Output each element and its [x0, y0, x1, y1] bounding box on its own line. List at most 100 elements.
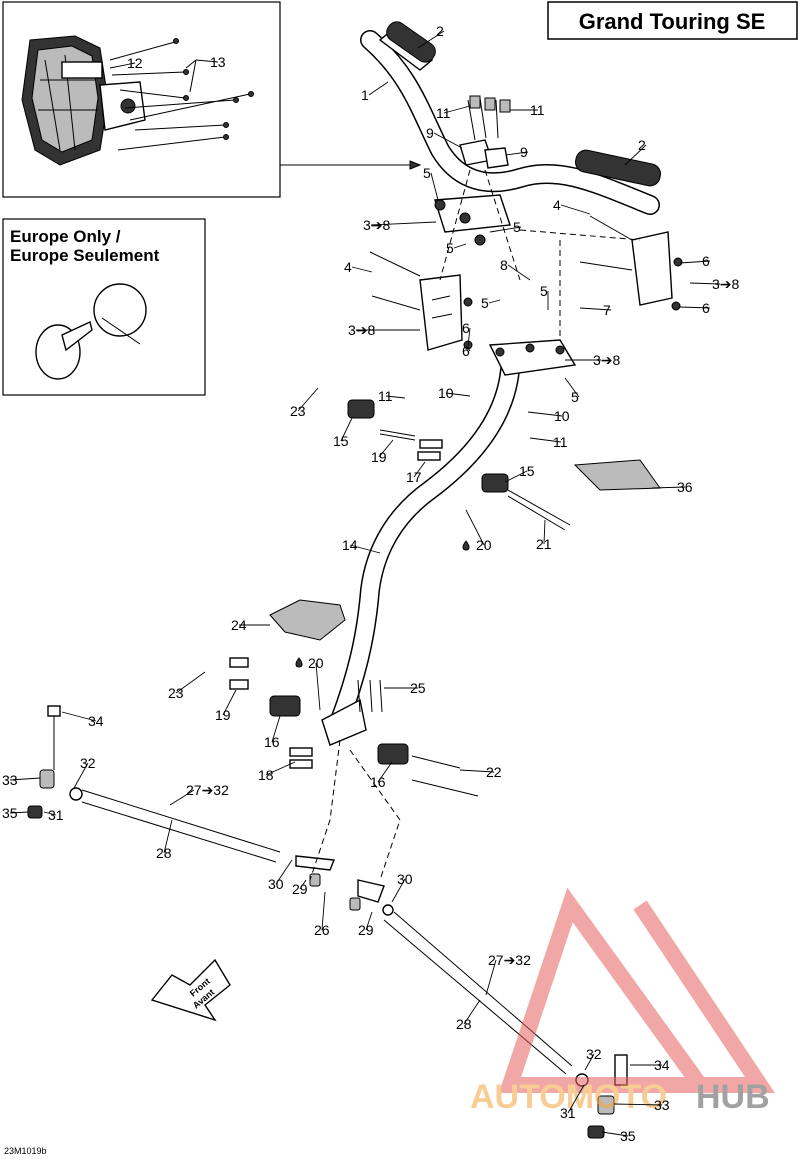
- callout-label: 32: [80, 755, 96, 771]
- callout-label: 2: [436, 23, 444, 39]
- clamp-16b: [377, 743, 409, 765]
- callout-label: 30: [268, 876, 284, 892]
- bracket-left: [369, 251, 473, 351]
- callout-label: 22: [486, 764, 502, 780]
- pod-key-switch-icon: [120, 98, 136, 114]
- callout-leader: [413, 461, 426, 478]
- callout-leader: [529, 437, 562, 443]
- diagram-title: Grand Touring SE: [579, 9, 766, 34]
- callout-leader: [297, 387, 319, 412]
- bracket-right: [579, 215, 683, 311]
- callout-leader: [321, 891, 326, 931]
- callout-label: 4: [553, 197, 561, 213]
- callout-label: 8: [500, 257, 508, 273]
- bushing-18a: [289, 747, 313, 757]
- clamp-15a: [347, 399, 375, 419]
- bushing-18b: [289, 759, 313, 769]
- callout-leader: [351, 266, 373, 273]
- grip-right: [575, 149, 661, 187]
- riser-clamp-upper: [434, 95, 511, 246]
- callout-label: 23: [290, 403, 306, 419]
- callout-leader: [299, 879, 307, 890]
- bolt-22: [411, 755, 479, 797]
- grease-drop-icon: [295, 657, 303, 668]
- callout-leader: [163, 819, 173, 854]
- callout-leader: [527, 411, 563, 417]
- callout-leader: [624, 144, 647, 166]
- inset-pod-box: [2, 1, 281, 198]
- bolt-25: [357, 679, 383, 713]
- front-arrow-icon: Front Avant: [150, 958, 231, 1022]
- callout-leader: [459, 769, 495, 773]
- diagram-code: 23M1019b: [4, 1146, 47, 1156]
- callout-label: 35: [2, 805, 18, 821]
- callout-leader: [417, 30, 445, 49]
- watermark-logo: AUTOMOTO HUB: [470, 887, 775, 1116]
- callout-label: 2: [638, 137, 646, 153]
- callout-leader: [109, 62, 136, 69]
- callout-leader: [265, 761, 296, 776]
- callout-leader: [445, 392, 471, 397]
- callout-label: 17: [406, 469, 422, 485]
- callout-label: 12: [127, 55, 143, 71]
- callout-label: 1: [361, 87, 369, 103]
- callout-label: 19: [215, 707, 231, 723]
- callout-leader: [504, 470, 528, 483]
- callout-label: 16: [370, 774, 386, 790]
- callout-label: 33: [2, 772, 18, 788]
- callout-label: 28: [456, 1016, 472, 1032]
- callout-leader: [378, 439, 394, 458]
- callout-leader: [169, 789, 195, 806]
- callout-leader: [391, 878, 406, 903]
- callout-label: 3➔8: [348, 322, 376, 338]
- watermark-text-1: AUTOMOTO: [470, 1078, 667, 1116]
- callout-label: 11: [378, 388, 393, 404]
- callout-label: 10: [554, 408, 570, 424]
- callout-label: 20: [476, 537, 492, 553]
- callout-leader: [275, 859, 293, 885]
- callout-label: 5: [540, 283, 548, 299]
- callout-leader: [443, 105, 471, 114]
- callout-leader: [195, 59, 219, 63]
- callout-label: 15: [519, 463, 535, 479]
- callout-label: 24: [231, 617, 247, 633]
- callout-leader: [567, 1084, 585, 1114]
- pin-19c: [229, 679, 249, 690]
- callout-label: 13: [210, 54, 226, 70]
- callout-leader: [465, 509, 485, 546]
- callout-leader: [689, 282, 721, 285]
- cover-24: [269, 599, 346, 641]
- handlebar: [360, 30, 660, 215]
- plate-36: [573, 459, 661, 491]
- callout-leader: [61, 711, 97, 722]
- callout-label: 16: [264, 734, 280, 750]
- callout-label: 5: [446, 240, 454, 256]
- callout-label: 23: [168, 685, 184, 701]
- bolt-21: [507, 489, 571, 531]
- callout-leader: [271, 715, 281, 743]
- callout-label: 27➔32: [488, 952, 531, 968]
- callout-leader: [489, 226, 522, 233]
- callout-label: 20: [308, 655, 324, 671]
- callout-label: 11: [530, 102, 545, 118]
- callout-label: 3➔8: [593, 352, 621, 368]
- callout-label: 7: [603, 302, 611, 318]
- callout-label: 6: [462, 343, 470, 359]
- callout-label: 18: [258, 767, 274, 783]
- callout-label: 5: [513, 219, 521, 235]
- grip-left: [378, 21, 436, 71]
- assembly-leaders-lower: [309, 739, 401, 881]
- callout-label: 9: [426, 125, 434, 141]
- callout-leader: [453, 243, 467, 249]
- inset-europe-box: Europe Only / Europe Seulement: [2, 218, 206, 396]
- callout-label: 11: [553, 434, 568, 450]
- callout-leader: [467, 327, 471, 347]
- callout-label: 4: [344, 259, 352, 275]
- callout-leader: [9, 811, 29, 814]
- callout-label: 33: [654, 1097, 670, 1113]
- callout-leader: [564, 377, 580, 398]
- callout-leader: [9, 777, 41, 781]
- callout-leader: [365, 911, 373, 931]
- callout-label: 9: [520, 144, 528, 160]
